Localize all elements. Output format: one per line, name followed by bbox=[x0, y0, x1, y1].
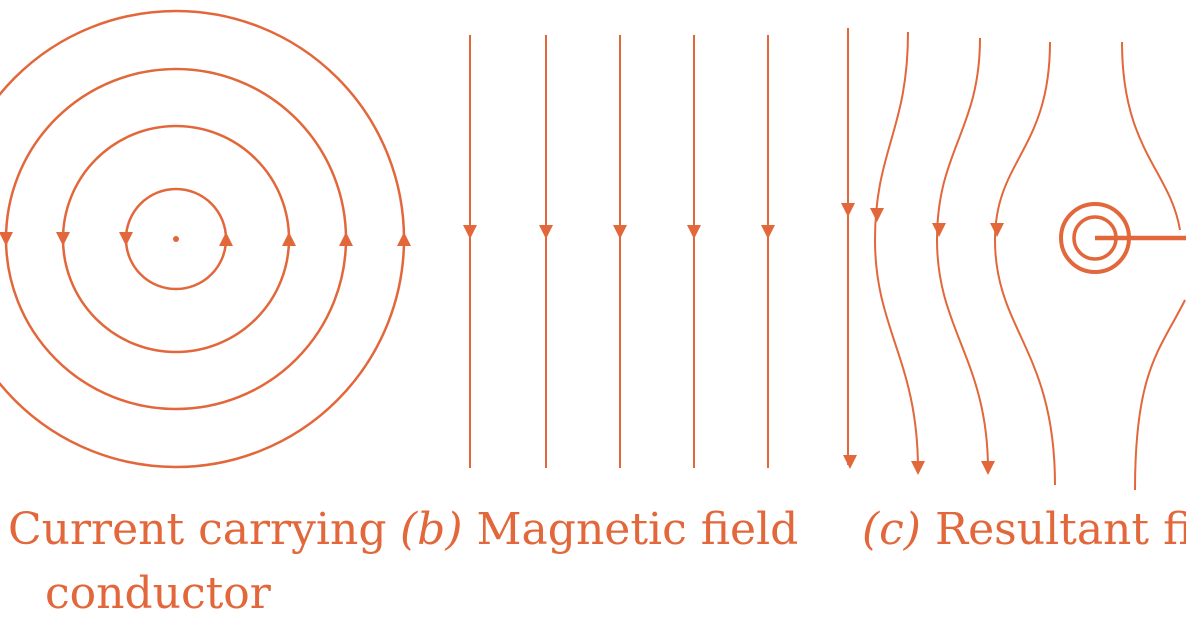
caption-b-text: Magnetic field bbox=[476, 504, 799, 555]
field-end-arrow-c-1 bbox=[843, 455, 857, 469]
circle-arrow-right-4 bbox=[397, 232, 411, 246]
field-arrow-c-3 bbox=[932, 223, 946, 237]
field-end-arrow-c-3 bbox=[981, 461, 995, 475]
circle-arrow-right-2 bbox=[282, 232, 296, 246]
caption-b-letter: (b) bbox=[400, 504, 463, 555]
field-arrow-b-2 bbox=[539, 225, 553, 239]
circle-arrow-right-3 bbox=[339, 232, 353, 246]
field-arrow-c-2 bbox=[870, 208, 884, 222]
field-arrow-c-4 bbox=[990, 223, 1004, 237]
conductor-dot bbox=[173, 236, 179, 242]
caption-a-line1: Current carrying bbox=[8, 504, 387, 555]
caption-a-line2: conductor bbox=[45, 568, 271, 619]
field-arrow-c-1 bbox=[841, 203, 855, 217]
circle-arrow-left-1 bbox=[119, 232, 133, 246]
field-end-arrow-c-2 bbox=[911, 461, 925, 475]
field-line-c-5 bbox=[1121, 41, 1186, 491]
field-arrow-b-1 bbox=[463, 225, 477, 239]
caption-c-letter: (c) bbox=[862, 504, 921, 555]
field-arrow-b-5 bbox=[761, 225, 775, 239]
circle-arrow-right-1 bbox=[219, 232, 233, 246]
field-line-c-3 bbox=[935, 37, 989, 471]
field-arrow-b-4 bbox=[687, 225, 701, 239]
field-line-c-4 bbox=[993, 41, 1056, 486]
caption-b: (b) Magnetic field bbox=[400, 508, 798, 552]
field-line-c-2 bbox=[873, 31, 919, 471]
caption-c: (c) Resultant fi bbox=[862, 508, 1186, 552]
caption-c-text: Resultant fi bbox=[934, 504, 1186, 555]
field-arrow-b-3 bbox=[613, 225, 627, 239]
circle-arrow-left-2 bbox=[56, 232, 70, 246]
circle-arrow-left-3 bbox=[0, 232, 13, 246]
